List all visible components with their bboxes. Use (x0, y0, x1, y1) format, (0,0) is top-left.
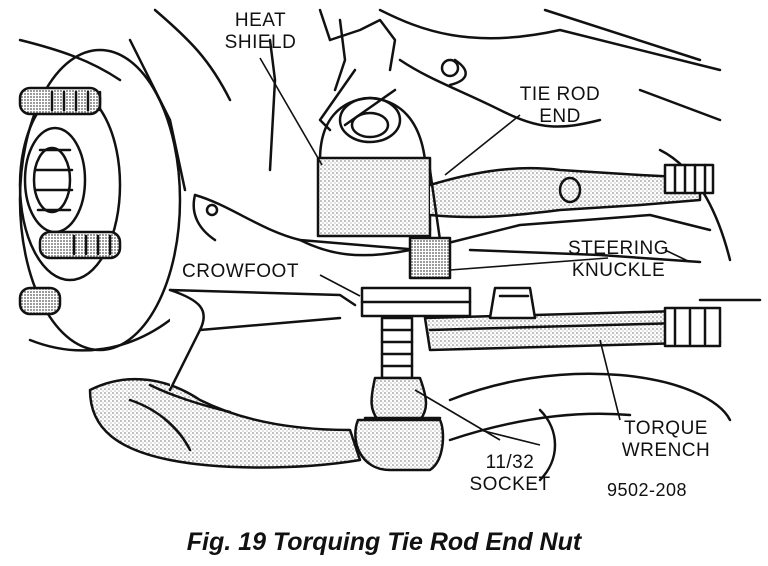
torque-wrench-label: TORQUE WRENCH (612, 418, 720, 462)
crowfoot-label: CROWFOOT (182, 261, 299, 282)
torque-wrench-label-line1: TORQUE (624, 418, 708, 439)
heat-shield-label-line2: SHIELD (224, 32, 297, 53)
heat-shield (316, 18, 432, 238)
hand (88, 288, 362, 469)
heat-shield-label: HEAT SHIELD (213, 10, 308, 54)
socket-label-line2: SOCKET (469, 474, 551, 495)
tie-rod-end (408, 163, 715, 280)
wheel-studs (18, 86, 122, 316)
torque-wrench-bar (423, 286, 722, 352)
figure-caption: Fig. 19 Torquing Tie Rod End Nut (186, 528, 582, 556)
suspension-frame (128, 8, 762, 302)
steering-knuckle-label-line1: STEERING (567, 238, 670, 259)
mechanical-illustration (18, 8, 762, 482)
tie-rod-end-label-line1: TIE ROD (519, 84, 601, 105)
steering-knuckle-label: STEERING KNUCKLE (556, 238, 681, 282)
tie-rod-end-label: TIE ROD END (505, 84, 615, 128)
heat-shield-label-line1: HEAT (234, 10, 287, 31)
torque-wrench-label-line2: WRENCH (621, 440, 711, 461)
socket-label-line1: 11/32 (485, 452, 535, 473)
figure-number: 9502-208 (607, 480, 688, 500)
socket-assembly (354, 316, 445, 472)
wheel-hub (23, 126, 87, 234)
steering-knuckle-label-line2: KNUCKLE (571, 260, 666, 281)
leader-lines (259, 57, 691, 446)
socket-label: 11/32 SOCKET (462, 452, 558, 496)
lower-arm (448, 372, 732, 482)
tie-rod-end-label-line2: END (539, 106, 581, 127)
crowfoot (360, 286, 472, 318)
